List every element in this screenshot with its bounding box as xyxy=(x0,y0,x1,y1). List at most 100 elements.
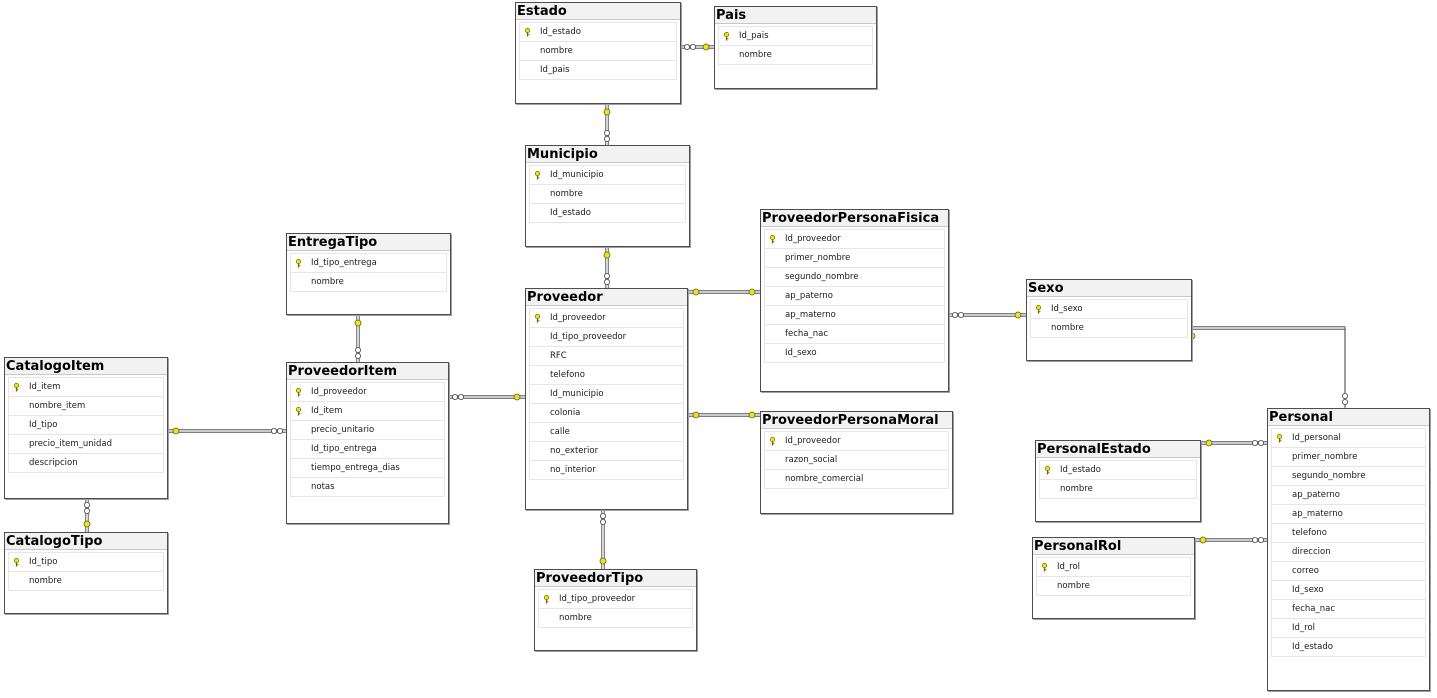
column-row[interactable]: notas xyxy=(291,478,444,497)
column-row[interactable]: Id_pais xyxy=(520,61,676,80)
column-row[interactable]: ap_paterno xyxy=(765,287,944,306)
column-row[interactable]: nombre xyxy=(719,46,872,65)
column-row[interactable]: descripcion xyxy=(9,454,163,473)
column-row[interactable]: fecha_nac xyxy=(765,325,944,344)
column-row[interactable]: Id_proveedor xyxy=(765,432,948,451)
relationship-proveedoritem-entregatipo[interactable] xyxy=(354,315,362,362)
column-row[interactable]: Id_pais xyxy=(719,27,872,46)
column-row[interactable]: Id_item xyxy=(9,378,163,397)
column-row[interactable]: Id_proveedor xyxy=(530,309,683,328)
column-row[interactable]: Id_estado xyxy=(530,204,685,223)
column-row[interactable]: nombre xyxy=(1031,319,1187,338)
column-row[interactable]: nombre_comercial xyxy=(765,470,948,489)
column-row[interactable]: precio_item_unidad xyxy=(9,435,163,454)
table-title[interactable]: ProveedorPersonaFisica xyxy=(761,210,948,227)
column-row[interactable]: calle xyxy=(530,423,683,442)
column-row[interactable]: Id_tipo xyxy=(9,416,163,435)
column-row[interactable]: nombre xyxy=(539,609,692,628)
column-row[interactable]: Id_estado xyxy=(520,23,676,42)
table-title[interactable]: CatalogoTipo xyxy=(5,533,167,550)
relationship-municipio-estado[interactable] xyxy=(603,104,611,145)
table-title[interactable]: Municipio xyxy=(526,146,689,163)
relationship-catalogoitem-catalogotipo[interactable] xyxy=(83,499,91,532)
relationship-personal-personalrol[interactable] xyxy=(1195,536,1267,544)
column-row[interactable]: no_interior xyxy=(530,461,683,480)
column-row[interactable]: precio_unitario xyxy=(291,421,444,440)
column-row[interactable]: Id_tipo_entrega xyxy=(291,440,444,459)
table-title[interactable]: Personal xyxy=(1268,409,1429,426)
relationship-proveedoritem-catalogoitem[interactable] xyxy=(168,427,286,435)
table-title[interactable]: ProveedorTipo xyxy=(535,570,696,587)
column-row[interactable]: fecha_nac xyxy=(1272,600,1425,619)
column-row[interactable]: colonia xyxy=(530,404,683,423)
column-row[interactable]: primer_nombre xyxy=(1272,448,1425,467)
relationship-proveedor-municipio[interactable] xyxy=(603,247,611,288)
column-row[interactable]: correo xyxy=(1272,562,1425,581)
column-row[interactable]: Id_tipo_proveedor xyxy=(539,590,692,609)
column-row[interactable]: Id_sexo xyxy=(765,344,944,363)
relationship-estado-pais[interactable] xyxy=(681,43,714,51)
column-row[interactable]: Id_estado xyxy=(1272,638,1425,657)
column-row[interactable]: Id_estado xyxy=(1040,461,1196,480)
column-row[interactable]: nombre xyxy=(1037,577,1190,596)
column-row[interactable]: Id_tipo_proveedor xyxy=(530,328,683,347)
column-row[interactable]: nombre xyxy=(291,273,446,292)
column-row[interactable]: Id_municipio xyxy=(530,166,685,185)
column-row[interactable]: Id_tipo xyxy=(9,553,163,572)
column-row[interactable]: segundo_nombre xyxy=(765,268,944,287)
column-row[interactable]: Id_item xyxy=(291,402,444,421)
column-row[interactable]: telefono xyxy=(1272,524,1425,543)
column-row[interactable]: nombre xyxy=(520,42,676,61)
relationship-proveedorpersonafisica-sexo[interactable] xyxy=(949,311,1026,319)
column-row[interactable]: direccion xyxy=(1272,543,1425,562)
table-title[interactable]: ProveedorPersonaMoral xyxy=(761,412,952,429)
column-row[interactable]: nombre xyxy=(1040,480,1196,499)
column-row[interactable]: Id_sexo xyxy=(1031,300,1187,319)
relationship-proveedor-proveedortipo[interactable] xyxy=(599,510,607,569)
column-row[interactable]: razon_social xyxy=(765,451,948,470)
column-row[interactable]: primer_nombre xyxy=(765,249,944,268)
column-row[interactable]: ap_paterno xyxy=(1272,486,1425,505)
table-title[interactable]: PersonalEstado xyxy=(1036,441,1200,458)
table-title[interactable]: EntregaTipo xyxy=(287,234,450,251)
column-row[interactable]: Id_sexo xyxy=(1272,581,1425,600)
column-row[interactable]: Id_proveedor xyxy=(765,230,944,249)
column-row[interactable]: Id_rol xyxy=(1037,558,1190,577)
table-title[interactable]: Proveedor xyxy=(526,289,687,306)
column-row[interactable]: nombre xyxy=(530,185,685,204)
column-row[interactable]: no_exterior xyxy=(530,442,683,461)
column-row[interactable]: Id_personal xyxy=(1272,429,1425,448)
relationship-personal-personalestado[interactable] xyxy=(1201,439,1267,447)
table-title[interactable]: PersonalRol xyxy=(1033,538,1194,555)
relationship-proveedorpersonafisica-proveedor[interactable] xyxy=(688,288,760,296)
table-title[interactable]: Pais xyxy=(715,7,876,24)
relationship-proveedorpersonamoral-proveedor[interactable] xyxy=(688,411,760,419)
relationship-proveedoritem-proveedor[interactable] xyxy=(449,393,525,401)
column-row[interactable]: ap_materno xyxy=(765,306,944,325)
relationship-personal-sexo[interactable] xyxy=(1188,326,1349,410)
column-row[interactable]: ap_materno xyxy=(1272,505,1425,524)
column-row[interactable]: Id_rol xyxy=(1272,619,1425,638)
column-row[interactable]: Id_tipo_entrega xyxy=(291,254,446,273)
column-row[interactable]: tiempo_entrega_dias xyxy=(291,459,444,478)
table-title[interactable]: ProveedorItem xyxy=(287,363,448,380)
table-title[interactable]: Sexo xyxy=(1027,280,1191,297)
column-row[interactable]: segundo_nombre xyxy=(1272,467,1425,486)
column-row[interactable]: nombre_item xyxy=(9,397,163,416)
column-row[interactable]: Id_municipio xyxy=(530,385,683,404)
column-row[interactable]: RFC xyxy=(530,347,683,366)
